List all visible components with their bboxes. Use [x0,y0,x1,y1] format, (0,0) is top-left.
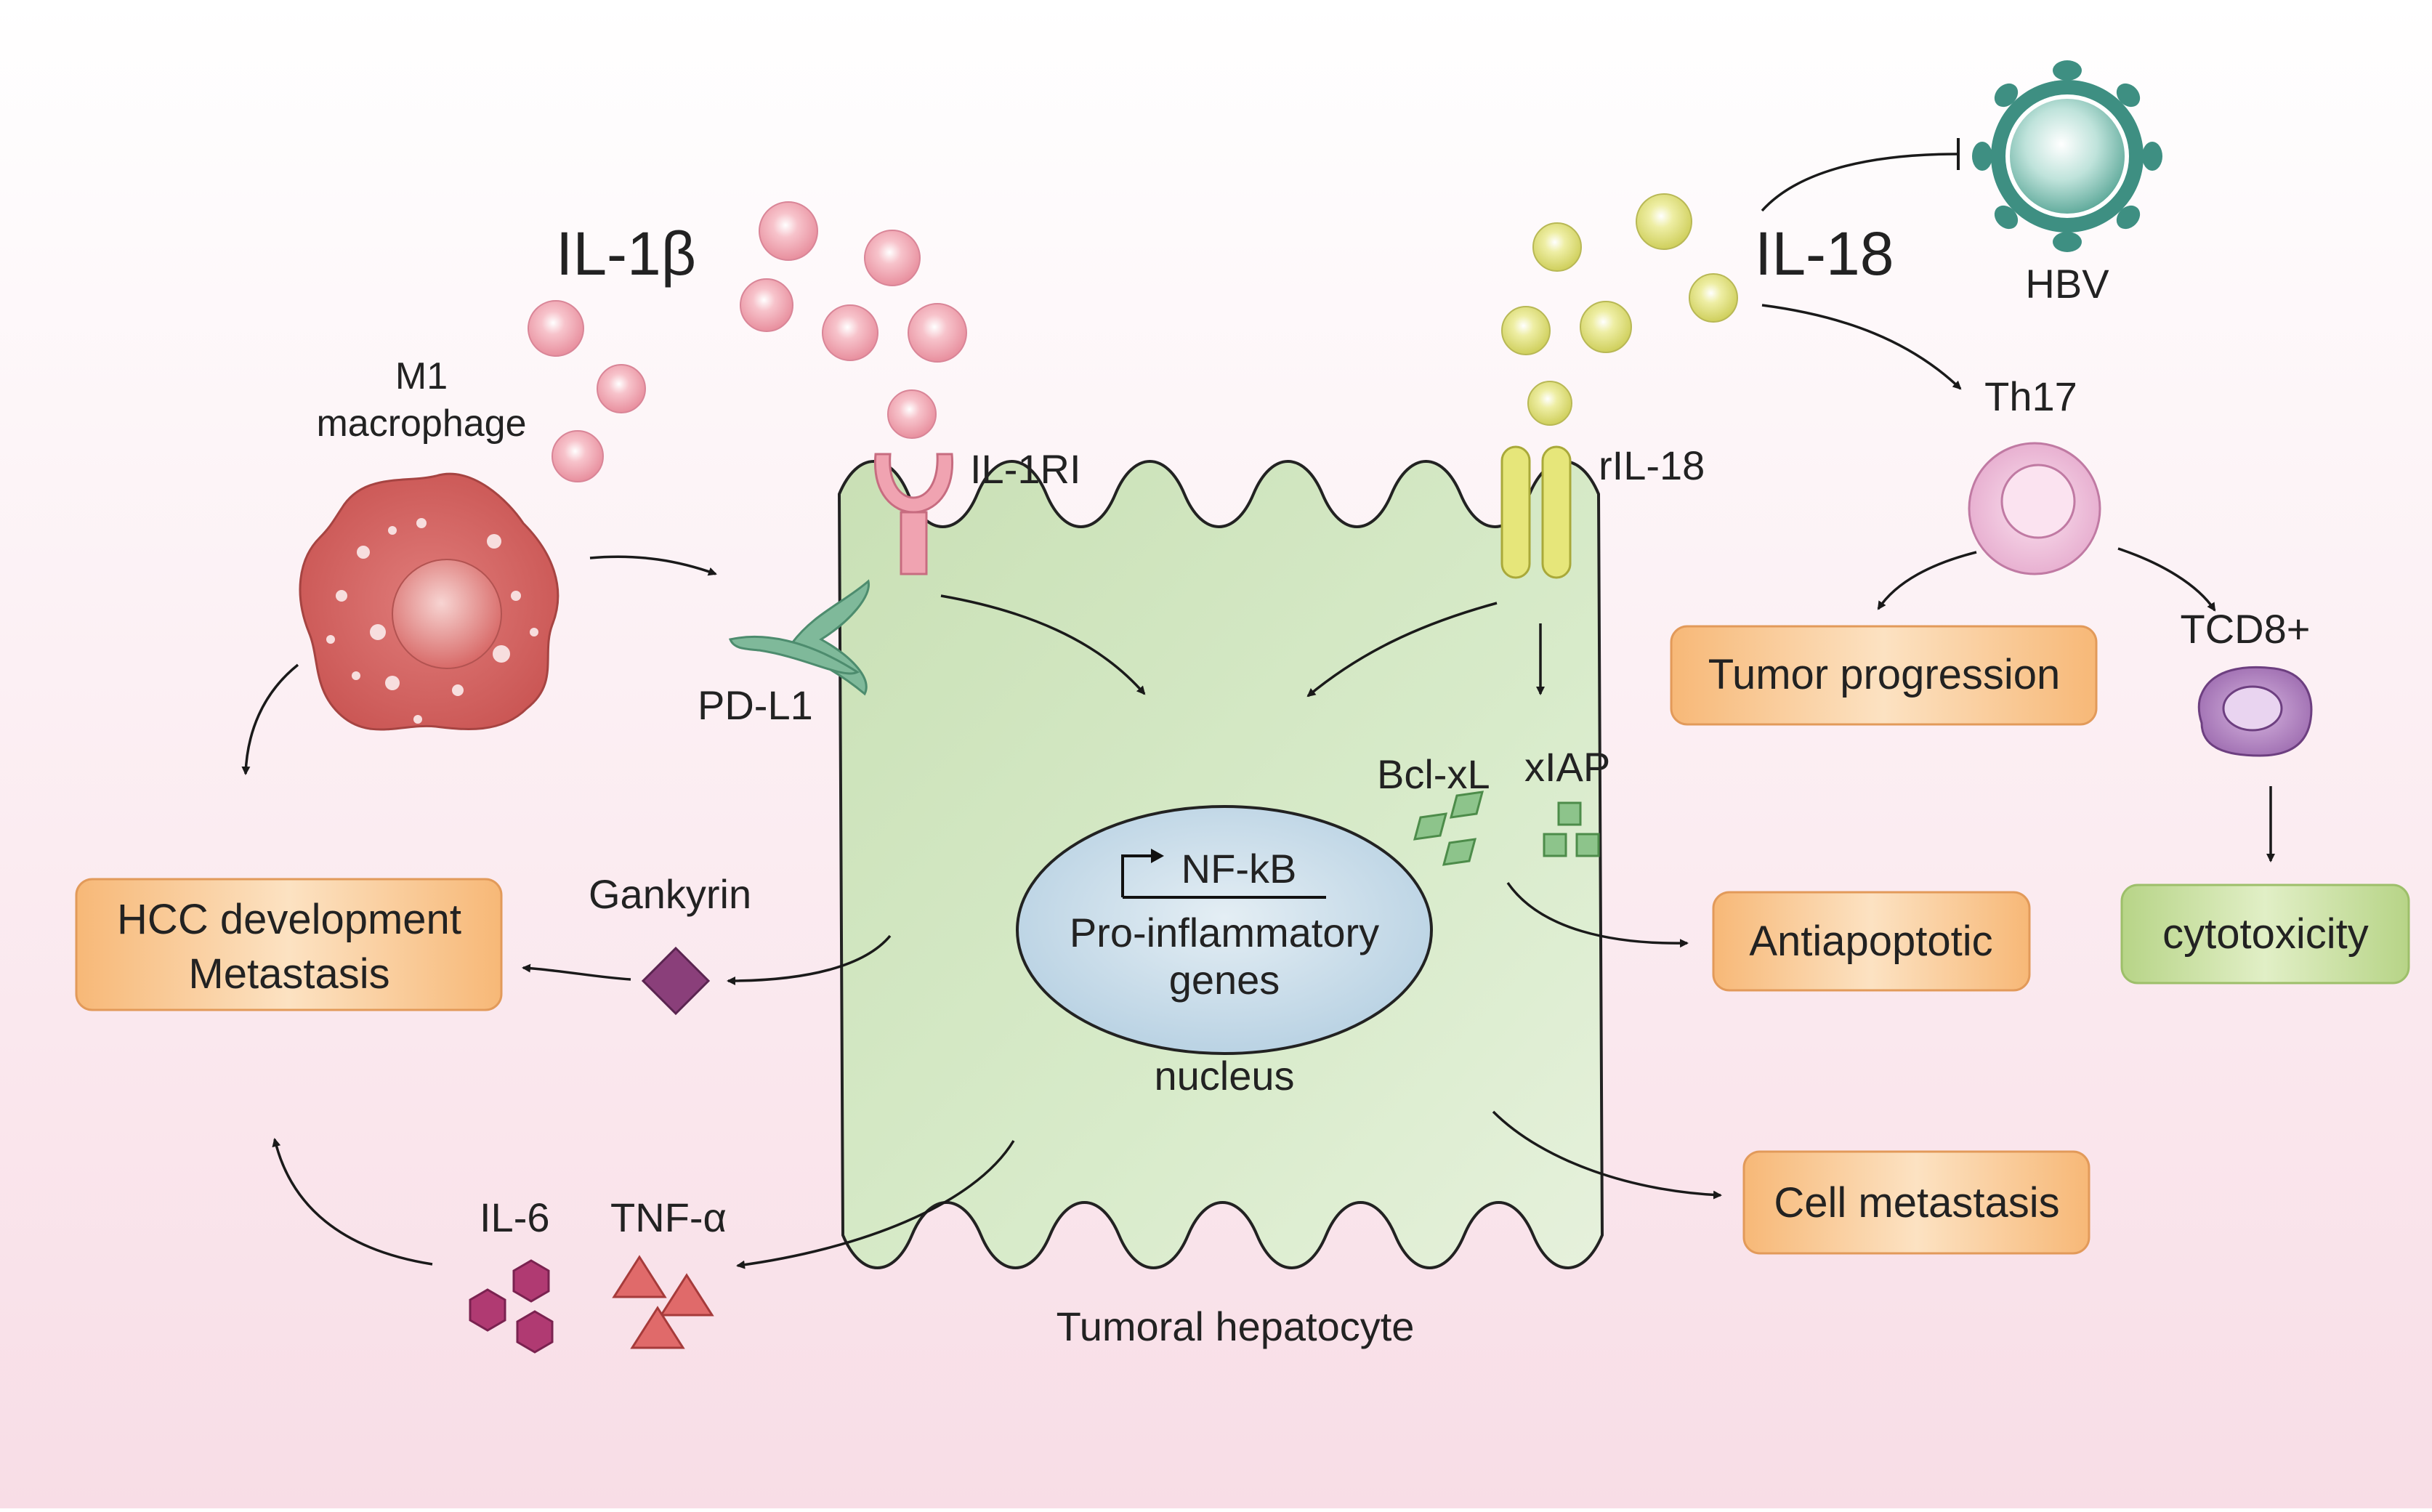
ril18-label: rIL-18 [1599,442,1705,488]
metastasis-label: Metastasis [188,950,389,998]
il1b-particle [759,201,818,261]
inhibition-hbv-il18 [1761,153,1959,212]
il6-label: IL-6 [480,1194,550,1240]
arrow-ril18-to-nucleus [1306,602,1498,698]
il18-particles [1501,193,1738,426]
il1b-particle [822,304,878,361]
tnfa-particles [612,1255,714,1349]
il1ri-receptor [873,453,954,575]
genes-label-line1: Pro-inflammatory [1070,910,1379,955]
il1b-particle [887,389,937,439]
m1-macrophage [299,472,559,731]
transcription-arrowhead [1151,849,1164,863]
gankyrin-label: Gankyrin [589,871,751,917]
box-tumor-progression: Tumor progression [1670,625,2098,726]
arrow-to-gankyrin [727,934,892,985]
arrows [241,138,2275,1269]
il18-particle [1580,301,1632,353]
hbv-virus [1972,60,2162,252]
hcc-development-label: HCC development [117,896,461,943]
il18-particle [1532,222,1582,272]
tcd8-cell [2197,666,2313,757]
arrow-th17-to-tumor-progression [1877,551,1977,610]
il1b-particle [908,303,967,363]
il18-particle [1501,306,1551,355]
xiap-label: xIAP [1524,744,1610,790]
arrow-gankyrin-to-hcc [522,963,631,981]
il1b-particle [864,230,921,286]
il18-particle [1527,381,1572,426]
box-hcc-development: HCC development Metastasis [75,878,503,1011]
arrow-cytokines-to-hcc [272,1138,433,1266]
il1b-particle [740,278,793,332]
il1ri-label: IL-1RI [970,446,1081,492]
box-cell-metastasis: Cell metastasis [1742,1150,2090,1255]
gankyrin-particle [641,946,711,1016]
nucleus-ellipse [1016,805,1433,1055]
m1-label-line2: macrophage [316,403,526,445]
tcd8-label: TCD8+ [2181,606,2311,652]
hbv-label: HBV [2025,261,2109,307]
hepatocyte-label: Tumoral hepatocyte [1057,1303,1415,1349]
antiapoptotic-label: Antiapoptotic [1749,918,1992,965]
ril18-receptor [1500,445,1572,579]
tumor-progression-label: Tumor progression [1708,651,2061,698]
transcription-start-arrow [1121,854,1155,897]
arrow-to-cytokines [736,1140,1015,1269]
arrow-il1ri-to-nucleus [940,594,1146,695]
tnfa-label: TNF-α [610,1194,727,1240]
il18-particle [1636,193,1692,250]
il1b-particle [528,300,584,357]
nucleus-label: nucleus [1154,1053,1294,1099]
box-antiapoptotic: Antiapoptotic [1712,891,2031,992]
il1b-particle [552,430,604,482]
arrow-to-cell-metastasis [1492,1110,1722,1200]
th17-cell [1968,442,2101,575]
nfkb-label: NF-kB [1181,846,1297,892]
box-cytotoxicity: cytotoxicity [2120,884,2410,985]
bclxl-label: Bcl-xL [1377,751,1490,797]
th17-label: Th17 [1984,373,2077,419]
il1b-label: IL-1β [556,219,696,288]
xiap-particles [1543,801,1600,857]
il18-particle [1689,273,1738,323]
arrow-th17-to-tcd8 [2117,547,2216,612]
pdl1-label: PD-L1 [698,682,813,728]
cell-metastasis-label: Cell metastasis [1774,1179,2059,1226]
genes-label-line2: genes [1169,957,1280,1003]
m1-label-line1: M1 [395,355,448,397]
cytotoxicity-label: cytotoxicity [2162,910,2369,958]
pdl1-receptor [728,579,870,696]
arrow-macrophage-to-hcc [241,663,299,775]
il1b-particles [528,201,967,482]
il18-label: IL-18 [1755,219,1894,288]
arrow-to-antiapoptotic [1506,882,1689,948]
arrow-macrophage-to-pdl1 [589,555,717,576]
il1b-particle [597,364,646,413]
bclxl-particles [1413,791,1484,866]
arrow-il18-to-th17 [1761,304,1962,390]
il6-particles [469,1259,554,1354]
